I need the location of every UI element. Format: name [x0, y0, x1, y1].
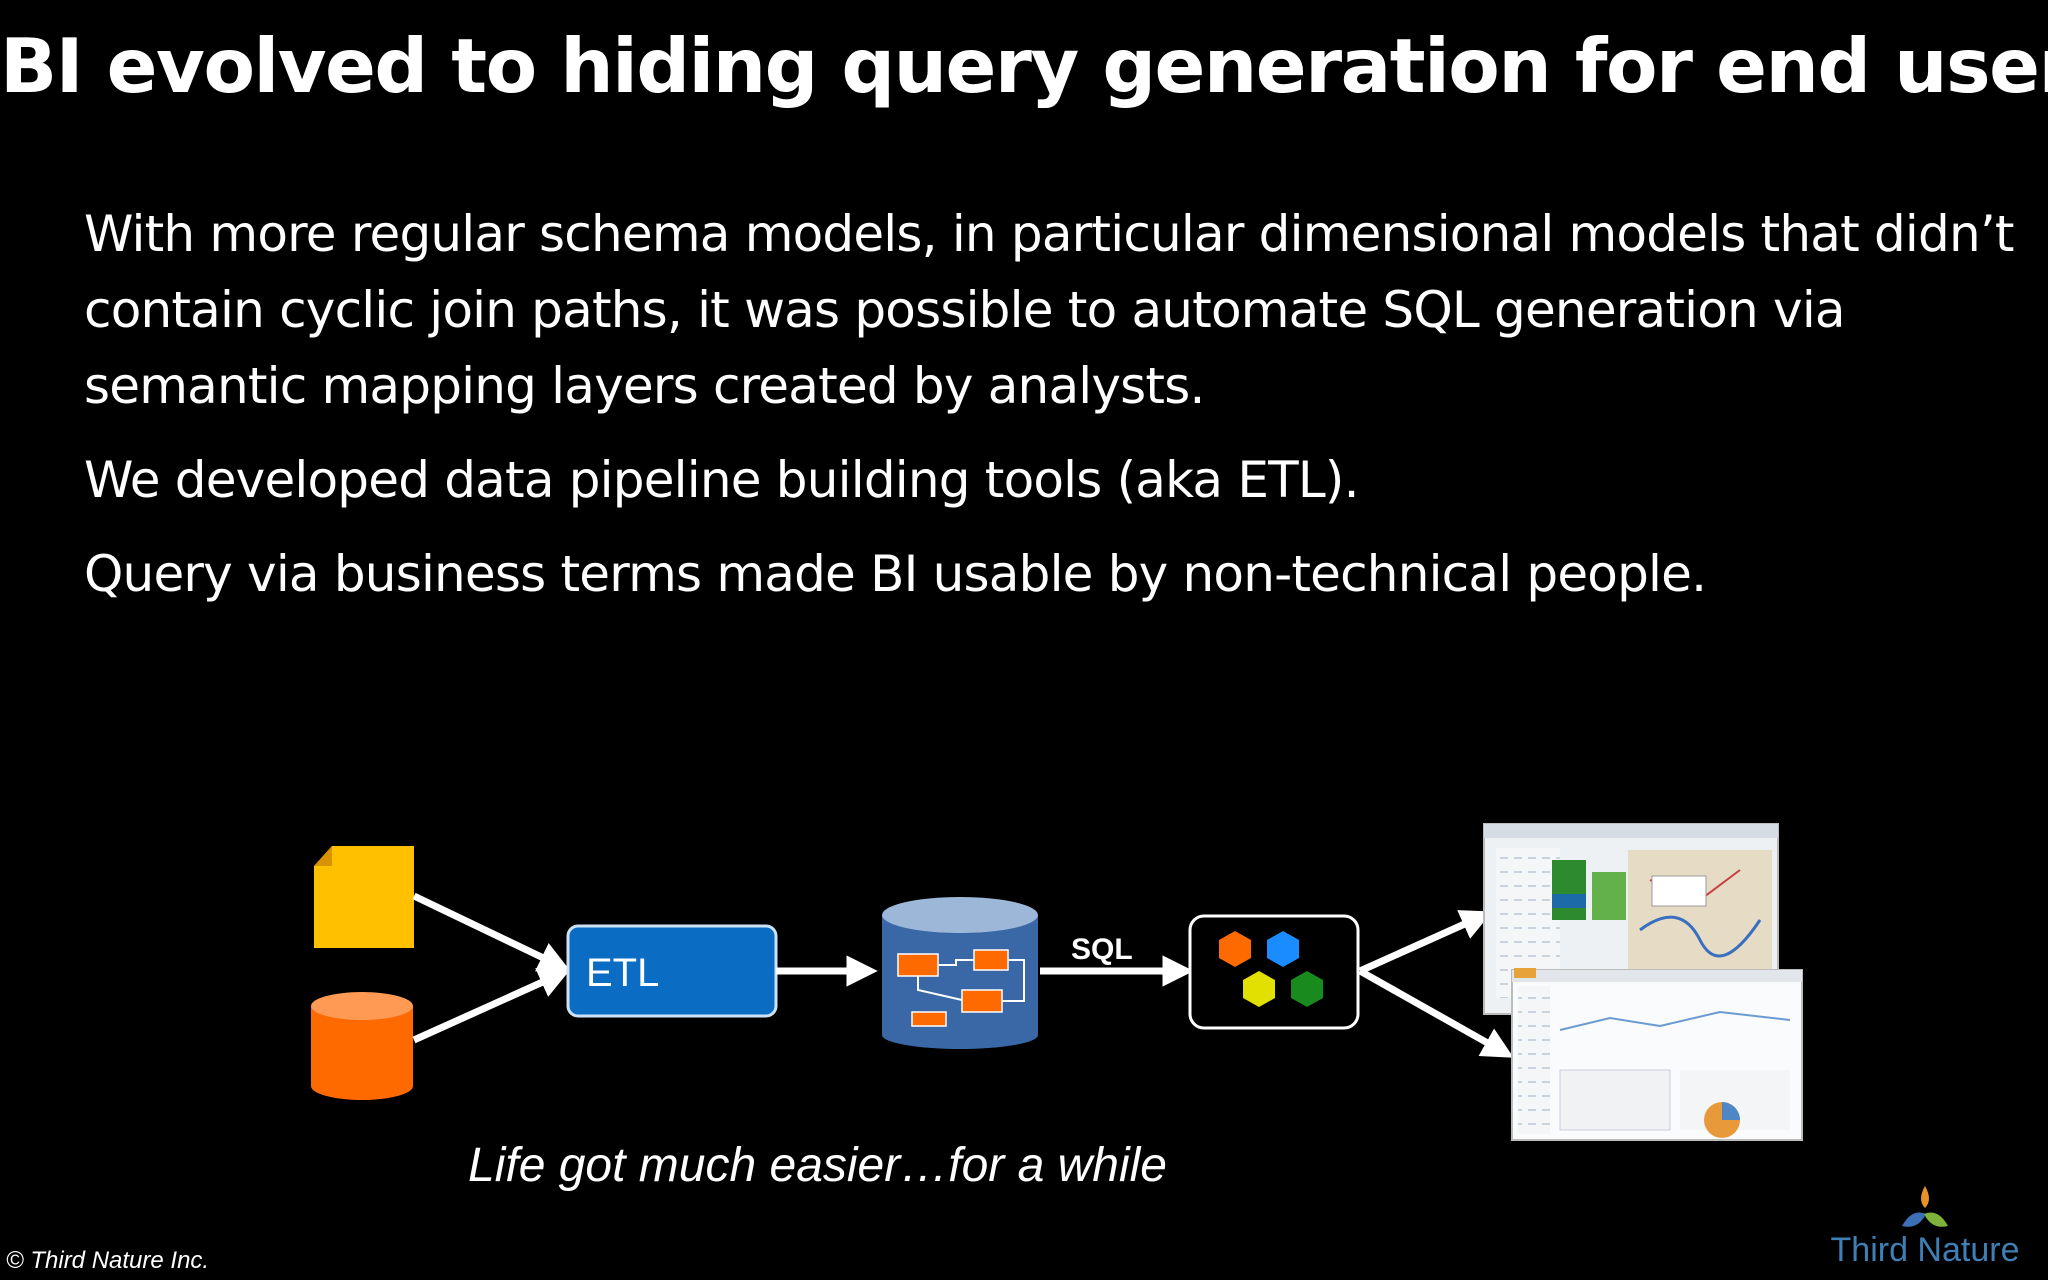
- bullet-item: With more regular schema models, in part…: [84, 205, 2015, 415]
- bullet-list: With more regular schema models, in part…: [84, 196, 2024, 630]
- slide-title: BI evolved to hiding query generation fo…: [0, 22, 2048, 110]
- brand-name: Third Nature: [1830, 1231, 2020, 1269]
- bi-flow-diagram: ETL SQL: [311, 823, 1803, 1141]
- etl-box: ETL: [566, 924, 778, 1018]
- data-warehouse-icon: [882, 897, 1038, 1049]
- sql-label: SQL: [1071, 933, 1133, 966]
- diagram-caption: Life got much easier…for a while: [468, 1139, 1167, 1192]
- bi-tool-icon: [1188, 914, 1360, 1030]
- bullet-item: Query via business terms made BI usable …: [84, 545, 1707, 603]
- database-icon: [311, 992, 413, 1100]
- flow-arrow: [1358, 910, 1493, 975]
- leaf-drop-icon: [1902, 1186, 1948, 1227]
- bullet-item: We developed data pipeline building tool…: [84, 451, 1360, 509]
- flow-arrow: [1358, 967, 1514, 1058]
- third-nature-logo: Third Nature: [1818, 1182, 2032, 1272]
- flow-arrow: [412, 892, 571, 972]
- etl-label: ETL: [586, 951, 659, 995]
- flow-arrow: [412, 968, 571, 1044]
- document-icon: [314, 846, 414, 948]
- dashboard-screenshot: [1511, 968, 1803, 1141]
- copyright-text: © Third Nature Inc.: [6, 1247, 210, 1274]
